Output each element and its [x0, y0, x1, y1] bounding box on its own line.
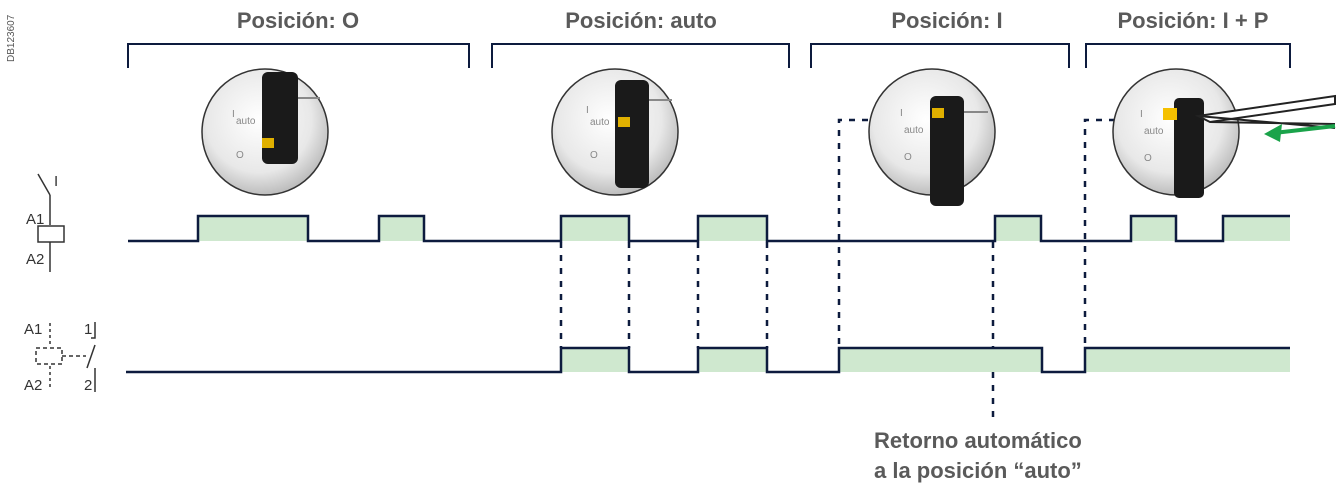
- note-line-1: Retorno automático: [874, 428, 1082, 453]
- note-line-2: a la posición “auto”: [874, 458, 1082, 483]
- contact-pulse: [561, 348, 629, 372]
- coil-symbol: [37, 173, 65, 272]
- coil-pulse: [198, 216, 308, 241]
- bracket-i: [810, 43, 1070, 68]
- coil-pulse: [1131, 216, 1176, 241]
- svg-text:auto: auto: [236, 116, 256, 127]
- svg-text:auto: auto: [590, 117, 610, 128]
- coil-a1-label: A1: [26, 211, 44, 228]
- bracket-auto: [491, 43, 790, 68]
- svg-text:I: I: [586, 105, 589, 116]
- position-auto-label: Posición: auto: [565, 8, 717, 33]
- svg-text:O: O: [904, 152, 912, 163]
- bracket-ip: [1085, 43, 1291, 68]
- switch-dial-ip: I auto O: [1112, 68, 1240, 198]
- coil-signal: [128, 214, 1290, 243]
- contact-pulses: [561, 348, 1290, 372]
- guide-lines: [559, 118, 1115, 418]
- position-o-label: Posición: O: [237, 8, 359, 33]
- contact-a1-label: A1: [24, 321, 42, 338]
- coil-pulse: [698, 216, 767, 241]
- contact-n1-label: 1: [84, 321, 92, 338]
- svg-text:auto: auto: [904, 125, 924, 136]
- switch-dial-o: I auto O: [201, 68, 329, 196]
- position-brackets: [127, 43, 1291, 68]
- svg-text:I: I: [232, 109, 235, 120]
- position-ip-label: Posición: I + P: [1118, 8, 1269, 33]
- coil-pulse: [1223, 216, 1290, 241]
- coil-pulse: [379, 216, 424, 241]
- svg-text:O: O: [590, 150, 598, 161]
- coil-switch-label: I: [54, 173, 58, 190]
- coil-waveform-line: [128, 214, 1290, 243]
- svg-text:auto: auto: [1144, 126, 1164, 137]
- coil-pulse: [561, 216, 629, 241]
- coil-a2-label: A2: [26, 251, 44, 268]
- contact-a2-label: A2: [24, 377, 42, 394]
- contact-pulse: [698, 348, 767, 372]
- svg-text:O: O: [236, 150, 244, 161]
- contact-pulse: [1085, 348, 1290, 372]
- coil-pulse: [995, 216, 1041, 241]
- position-i-label: Posición: I: [891, 8, 1002, 33]
- switch-dial-auto: I auto O: [551, 68, 679, 196]
- contact-n2-label: 2: [84, 377, 92, 394]
- pen-tool-icon: [1194, 94, 1336, 129]
- contact-pulse: [839, 348, 1042, 372]
- svg-text:O: O: [1144, 153, 1152, 164]
- switch-dial-i: I auto O: [868, 68, 996, 206]
- contact-signal: [126, 346, 1290, 374]
- bracket-o: [127, 43, 470, 68]
- svg-text:I: I: [900, 108, 903, 119]
- contact-waveform-line: [126, 346, 1290, 374]
- push-arrow-icon: [1264, 124, 1336, 142]
- coil-pulses: [198, 216, 1290, 241]
- contact-symbol: [35, 322, 96, 392]
- svg-text:I: I: [1140, 109, 1143, 120]
- document-id: DB123607: [6, 14, 17, 62]
